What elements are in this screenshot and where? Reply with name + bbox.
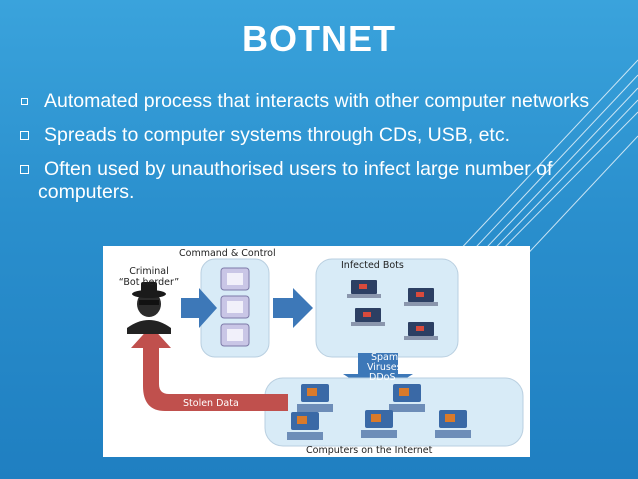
checkbox-bullet-icon (20, 165, 29, 174)
computers-internet-label: Computers on the Internet (306, 445, 433, 456)
bullet-text: Spreads to computer systems through CDs,… (44, 124, 511, 146)
ddos-label: DDoS (369, 372, 396, 383)
criminal-label-line1: Criminal (129, 266, 169, 277)
arrow-to-infected-bots (273, 288, 313, 328)
criminal-label-line2: “Bot herder” (118, 277, 180, 288)
bullet-text: Automated process that interacts with ot… (44, 90, 590, 112)
stolen-data-label: Stolen Data (183, 398, 239, 409)
bullet-text: Often used by unauthorised users to infe… (38, 158, 553, 203)
checkbox-bullet-icon (21, 98, 28, 105)
command-control-label: Command & Control (179, 248, 276, 259)
arrow-to-command-control (181, 288, 217, 328)
criminal-hacker-icon (127, 282, 171, 334)
arrow-to-internet (343, 353, 413, 396)
viruses-label: Viruses (367, 362, 402, 373)
bullet-item: Spreads to computer systems through CDs,… (18, 124, 618, 147)
bullet-item: Automated process that interacts with ot… (18, 90, 618, 113)
slide-title: BOTNET (242, 18, 396, 59)
botnet-diagram: Command & Control Criminal “Bot herder” … (103, 246, 530, 457)
infected-bots-label: Infected Bots (341, 260, 404, 271)
infected-bots-bubble (315, 258, 459, 358)
bullet-list: Automated process that interacts with ot… (18, 90, 618, 215)
checkbox-bullet-icon (20, 131, 29, 140)
spam-label: Spam (371, 352, 399, 363)
criminal-label: Criminal “Bot herder” (109, 266, 189, 288)
server-icon (220, 267, 250, 347)
bullet-item: Often used by unauthorised users to infe… (18, 158, 618, 204)
stolen-data-arrow (131, 326, 288, 411)
